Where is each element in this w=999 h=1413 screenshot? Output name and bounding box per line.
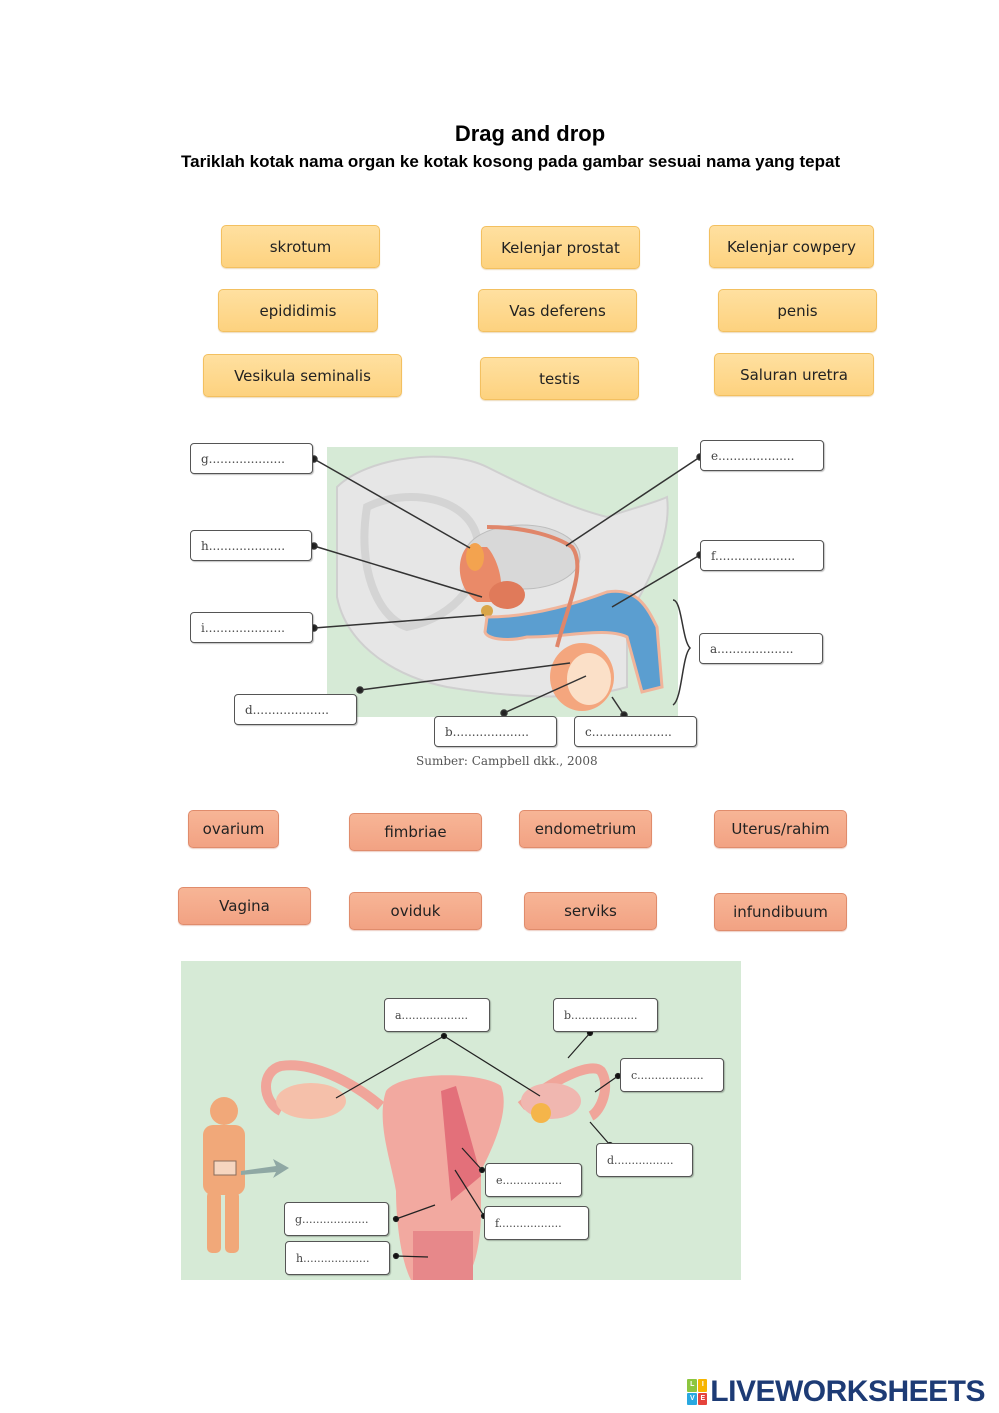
female-anatomy-illustration [203,1060,611,1280]
word-chip-uterus-rahim[interactable]: Uterus/rahim [714,810,847,848]
drop-zone-male-f[interactable]: f..................... [700,540,824,571]
live-tile-icon: L I V E [687,1379,708,1405]
word-chip-skrotum[interactable]: skrotum [221,225,380,268]
word-chip-oviduk[interactable]: oviduk [349,892,482,930]
worksheet-title: Drag and drop [454,121,606,146]
word-chip-ovarium[interactable]: ovarium [188,810,279,848]
drop-zone-female-a[interactable]: a................... [384,998,490,1032]
instruction-text: Tariklah kotak nama organ ke kotak koson… [181,152,841,171]
drop-zone-male-b[interactable]: b.................... [434,716,557,747]
figure-source-caption: Sumber: Campbell dkk., 2008 [416,754,598,768]
word-chip-kelenjar-cowpery[interactable]: Kelenjar cowpery [709,225,874,268]
arrow-icon [241,1159,289,1178]
word-chip-vesikula-seminalis[interactable]: Vesikula seminalis [203,354,402,397]
drop-zone-female-g[interactable]: g................... [284,1202,389,1236]
drop-zone-male-d[interactable]: d.................... [234,694,357,725]
word-chip-kelenjar-prostat[interactable]: Kelenjar prostat [481,226,640,269]
drop-zone-female-e[interactable]: e................. [485,1163,582,1197]
word-chip-fimbriae[interactable]: fimbriae [349,813,482,851]
drop-zone-male-e[interactable]: e.................... [700,440,824,471]
word-chip-epididimis[interactable]: epididimis [218,289,378,332]
liveworksheets-logo: L I V E LIVEWORKSHEETS [687,1375,985,1409]
word-chip-endometrium[interactable]: endometrium [519,810,652,848]
drop-zone-male-a[interactable]: a.................... [699,633,823,664]
drop-zone-male-i[interactable]: i..................... [190,612,313,643]
word-chip-saluran-uretra[interactable]: Saluran uretra [714,353,874,396]
drop-zone-female-b[interactable]: b................... [553,998,658,1032]
word-chip-vagina[interactable]: Vagina [178,887,311,925]
word-chip-infundibuum[interactable]: infundibuum [714,893,847,931]
word-chip-vas-deferens[interactable]: Vas deferens [478,289,637,332]
word-chip-testis[interactable]: testis [480,357,639,400]
drop-zone-male-h[interactable]: h.................... [190,530,312,561]
drop-zone-female-f[interactable]: f.................. [484,1206,589,1240]
drop-zone-male-c[interactable]: c..................... [574,716,697,747]
person-silhouette-icon [203,1097,245,1253]
drop-zone-female-d[interactable]: d................. [596,1143,693,1177]
word-chip-penis[interactable]: penis [718,289,877,332]
brand-name: LIVEWORKSHEETS [710,1375,985,1408]
drop-zone-female-c[interactable]: c................... [620,1058,724,1092]
drop-zone-female-h[interactable]: h................... [285,1241,390,1275]
drop-zone-male-g[interactable]: g.................... [190,443,313,474]
male-anatomy-illustration [336,455,669,711]
word-chip-serviks[interactable]: serviks [524,892,657,930]
